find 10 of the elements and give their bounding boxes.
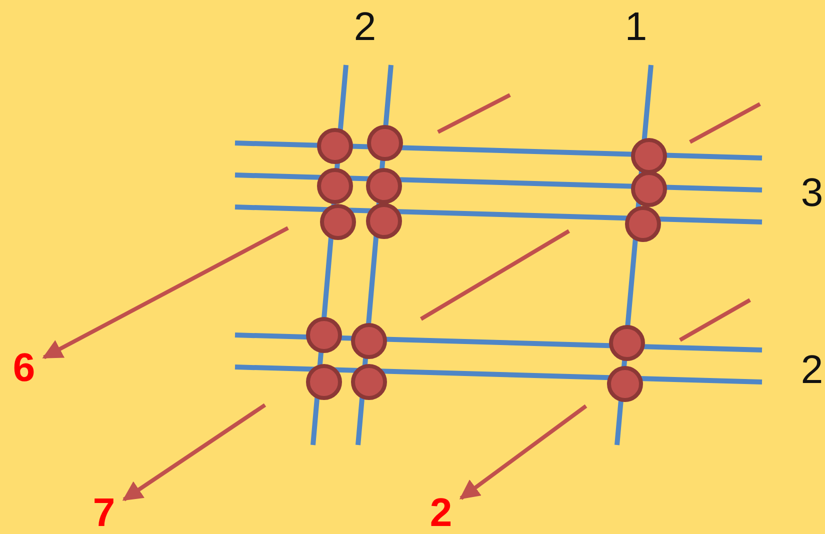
- result-digit: 7: [86, 491, 122, 534]
- digit-label: 2: [352, 5, 378, 49]
- digit-label: 3: [800, 171, 824, 215]
- result-digit: 6: [6, 346, 42, 390]
- result-digit: 2: [423, 491, 459, 534]
- arrow: [459, 404, 588, 500]
- arrow: [122, 403, 266, 502]
- digit-label: 2: [800, 348, 824, 392]
- arrow: [42, 226, 289, 360]
- digit-label: 1: [624, 5, 648, 49]
